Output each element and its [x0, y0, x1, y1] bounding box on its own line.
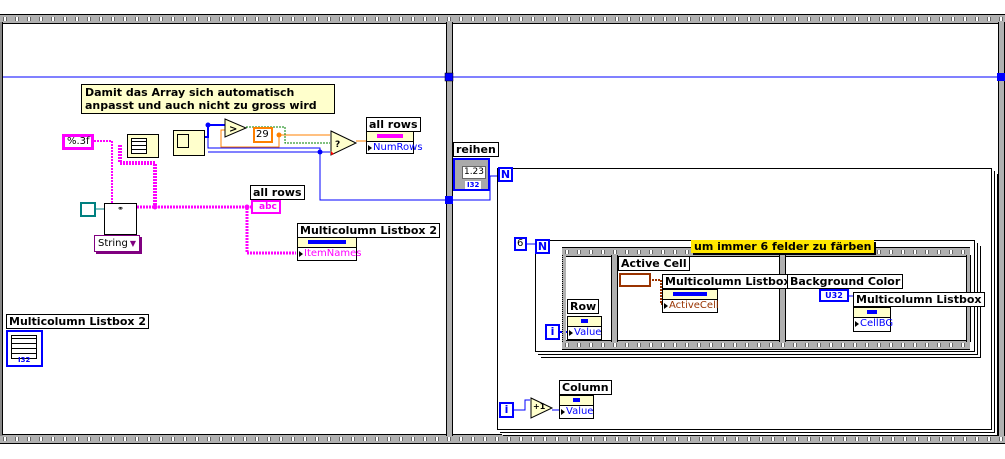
column-property[interactable]: Value	[559, 395, 594, 419]
max-rows-constant[interactable]: 29	[253, 127, 273, 143]
property-activecell: ActiveCell	[663, 300, 719, 312]
all-rows-string-label: all rows	[250, 185, 305, 200]
greater-than-node[interactable]: >	[224, 118, 248, 138]
property-value: Value	[568, 327, 601, 339]
active-cell-listbox-label: Multicolumn Listbox	[662, 274, 794, 289]
cellbg-property[interactable]: CellBG	[853, 307, 893, 332]
format-string-constant[interactable]: %.3f	[62, 134, 94, 150]
increment-node[interactable]	[530, 397, 554, 419]
outer-loop-iteration: i	[499, 402, 514, 418]
inner-loop-iteration: i	[545, 324, 560, 340]
wire-pink-format	[94, 140, 113, 210]
reihen-terminal[interactable]: 1.23 I32	[453, 158, 490, 191]
inner-sequence-film-bottom	[562, 340, 970, 350]
row-property[interactable]: Value	[567, 316, 602, 340]
active-cell-cluster[interactable]	[619, 273, 651, 287]
listbox-itemnames-property[interactable]: ItemNames	[297, 237, 361, 261]
property-header	[298, 238, 356, 248]
spreadsheet-string-to-array-node[interactable]: ⚭	[104, 203, 137, 235]
tunnel-top-mid	[444, 72, 454, 82]
background-color-constant[interactable]: U32	[819, 289, 849, 302]
svg-text:?: ?	[335, 140, 340, 150]
background-listbox-label: Multicolumn Listbox	[853, 292, 985, 307]
inner-seq-divider-2	[779, 255, 786, 342]
frame-2-border	[452, 22, 999, 435]
array-to-spreadsheet-node[interactable]	[127, 134, 159, 158]
sequence-film-top	[0, 14, 1005, 24]
glasses-icon: ⚭	[117, 204, 124, 213]
inner-loop-count-constant[interactable]: 6	[514, 237, 527, 251]
all-rows-numrows-label: all rows	[366, 117, 421, 132]
active-cell-label: Active Cell	[618, 256, 690, 271]
property-numrows: NumRows	[367, 142, 423, 154]
svg-text:>: >	[229, 124, 237, 135]
reihen-display: 1.23	[462, 166, 486, 179]
increment-label: +1	[533, 402, 546, 411]
table-icon	[131, 138, 147, 154]
property-header	[568, 317, 601, 327]
frame-1-border	[2, 22, 447, 435]
property-cellbg: CellBG	[854, 318, 893, 330]
property-value: Value	[560, 406, 593, 418]
listbox-icon	[11, 335, 37, 359]
property-header	[560, 396, 593, 406]
property-header	[663, 290, 717, 300]
listbox-type: I32	[18, 356, 31, 364]
select-node[interactable]: ?	[330, 130, 358, 156]
reihen-type: I32	[465, 181, 482, 189]
wire-blue-reihen-out	[449, 175, 499, 201]
type-dropdown[interactable]: String ▼	[94, 235, 140, 252]
column-label: Column	[559, 380, 612, 395]
type-dropdown-value: String	[98, 238, 128, 249]
array-size-node[interactable]	[173, 130, 205, 156]
tunnel-top-right	[997, 73, 1005, 81]
inner-seq-divider-1	[611, 255, 618, 342]
chevron-down-icon: ▼	[129, 239, 136, 248]
listbox-itemnames-label: Multicolumn Listbox 2	[297, 223, 440, 238]
row-label: Row	[567, 299, 600, 314]
property-header	[367, 132, 413, 142]
property-itemnames: ItemNames	[298, 248, 361, 260]
all-rows-string-indicator[interactable]: abc	[251, 200, 281, 214]
active-cell-property[interactable]: ActiveCell	[662, 289, 719, 313]
color-comment: um immer 6 felder zu färben	[691, 240, 875, 253]
array-icon	[177, 134, 189, 148]
background-color-label: Background Color	[787, 274, 904, 289]
listbox-terminal[interactable]: I32	[6, 330, 43, 367]
inner-seq-left	[562, 255, 566, 342]
array-comment: Damit das Array sich automatisch anpasst…	[81, 84, 335, 114]
type-ring-constant[interactable]	[80, 202, 96, 217]
property-header	[854, 308, 890, 318]
wire-blue-array	[207, 125, 449, 201]
all-rows-numrows-property[interactable]: NumRows	[366, 131, 423, 154]
reihen-label: reihen	[453, 142, 499, 157]
inner-loop-count[interactable]: N	[535, 239, 550, 254]
sequence-left-edge	[0, 22, 3, 436]
outer-for-loop	[497, 168, 992, 430]
listbox-terminal-label: Multicolumn Listbox 2	[6, 314, 149, 329]
outer-loop-count[interactable]: N	[498, 167, 513, 182]
